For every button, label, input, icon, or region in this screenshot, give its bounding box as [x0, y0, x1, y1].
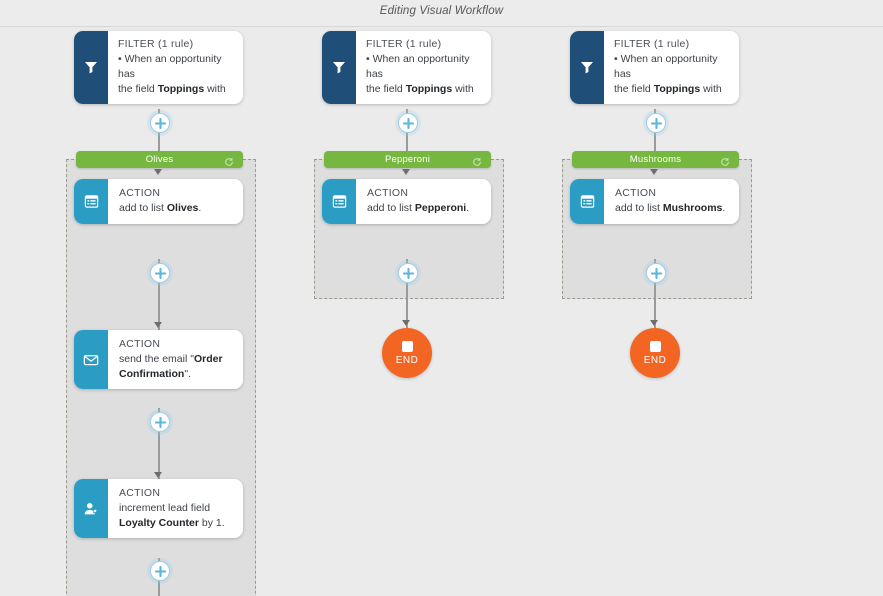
action-kicker: ACTION	[367, 187, 409, 199]
group-header-label: Olives	[145, 154, 174, 165]
add-step-button[interactable]	[398, 113, 418, 133]
filter-kicker: FILTER (1 rule)	[614, 38, 690, 50]
stop-square-icon	[649, 340, 661, 352]
filter-node-olives[interactable]: FILTER (1 rule) • When an opportunity ha…	[74, 31, 243, 104]
action-description: add to list Olives.	[119, 202, 202, 214]
arrow-head	[650, 320, 658, 326]
add-step-button[interactable]	[150, 412, 170, 432]
filter-node-body: FILTER (1 rule) • When an opportunity ha…	[108, 31, 243, 104]
action-description: add to list Pepperoni.	[367, 202, 470, 214]
sync-icon[interactable]	[720, 154, 730, 172]
filter-line-1: • When an opportunity has	[366, 53, 470, 80]
connector-line	[158, 109, 160, 160]
stop-square-icon	[401, 340, 413, 352]
action-description: send the email "Order Confirmation".	[119, 353, 223, 380]
list-icon	[74, 179, 108, 224]
arrow-head	[154, 472, 162, 478]
action-node-body: ACTION add to list Mushrooms.	[604, 179, 739, 224]
filter-kicker: FILTER (1 rule)	[366, 38, 442, 50]
filter-line-2: the field Toppings with	[366, 83, 474, 95]
arrow-head	[154, 169, 162, 175]
add-step-button[interactable]	[398, 263, 418, 283]
action-node-send-email[interactable]: ACTION send the email "Order Confirmatio…	[74, 330, 243, 389]
add-step-button[interactable]	[150, 561, 170, 581]
connector-line	[654, 259, 656, 347]
group-header-pepperoni[interactable]: Pepperoni	[324, 151, 491, 168]
connector-line	[158, 259, 160, 350]
person-star-icon	[74, 479, 108, 538]
action-description: add to list Mushrooms.	[615, 202, 726, 214]
arrow-head	[154, 322, 162, 328]
action-kicker: ACTION	[615, 187, 657, 199]
filter-line-1: • When an opportunity has	[614, 53, 718, 80]
filter-node-body: FILTER (1 rule) • When an opportunity ha…	[604, 31, 739, 104]
group-header-label: Mushrooms	[629, 154, 682, 165]
end-node-mushrooms[interactable]: END	[630, 328, 680, 378]
group-header-label: Pepperoni	[384, 154, 431, 165]
filter-node-mushrooms[interactable]: FILTER (1 rule) • When an opportunity ha…	[570, 31, 739, 104]
action-node-add-to-list-mushrooms[interactable]: ACTION add to list Mushrooms.	[570, 179, 739, 224]
action-node-body: ACTION add to list Pepperoni.	[356, 179, 491, 224]
action-kicker: ACTION	[119, 487, 161, 499]
action-node-add-to-list-olives[interactable]: ACTION add to list Olives.	[74, 179, 243, 224]
workflow-canvas[interactable]: FILTER (1 rule) • When an opportunity ha…	[0, 27, 883, 596]
arrow-head	[402, 320, 410, 326]
connector-line	[158, 408, 160, 499]
group-header-olives[interactable]: Olives	[76, 151, 243, 168]
add-step-button[interactable]	[646, 113, 666, 133]
funnel-icon	[570, 31, 604, 104]
action-description: increment lead field Loyalty Counter by …	[119, 502, 225, 529]
funnel-icon	[322, 31, 356, 104]
connector-line	[406, 259, 408, 347]
sync-icon[interactable]	[472, 154, 482, 172]
page-title: Editing Visual Workflow	[379, 5, 504, 17]
add-step-button[interactable]	[150, 113, 170, 133]
connector-line	[654, 109, 656, 160]
add-step-button[interactable]	[150, 263, 170, 283]
action-node-add-to-list-pepperoni[interactable]: ACTION add to list Pepperoni.	[322, 179, 491, 224]
topbar: Editing Visual Workflow	[0, 0, 883, 27]
end-node-label: END	[643, 354, 667, 366]
arrow-head	[402, 169, 410, 175]
group-header-mushrooms[interactable]: Mushrooms	[572, 151, 739, 168]
add-step-button[interactable]	[646, 263, 666, 283]
filter-line-2: the field Toppings with	[614, 83, 722, 95]
action-node-body: ACTION increment lead field Loyalty Coun…	[108, 479, 243, 538]
sync-icon[interactable]	[224, 154, 234, 172]
action-node-body: ACTION send the email "Order Confirmatio…	[108, 330, 243, 389]
envelope-icon	[74, 330, 108, 389]
end-node-pepperoni[interactable]: END	[382, 328, 432, 378]
funnel-icon	[74, 31, 108, 104]
end-node-label: END	[395, 354, 419, 366]
action-node-increment-loyalty-counter[interactable]: ACTION increment lead field Loyalty Coun…	[74, 479, 243, 538]
list-icon	[570, 179, 604, 224]
arrow-head	[650, 169, 658, 175]
filter-line-2: the field Toppings with	[118, 83, 226, 95]
filter-node-body: FILTER (1 rule) • When an opportunity ha…	[356, 31, 491, 104]
connector-line	[406, 109, 408, 160]
list-icon	[322, 179, 356, 224]
filter-node-pepperoni[interactable]: FILTER (1 rule) • When an opportunity ha…	[322, 31, 491, 104]
action-node-body: ACTION add to list Olives.	[108, 179, 243, 224]
filter-line-1: • When an opportunity has	[118, 53, 222, 80]
action-kicker: ACTION	[119, 338, 161, 350]
filter-kicker: FILTER (1 rule)	[118, 38, 194, 50]
action-kicker: ACTION	[119, 187, 161, 199]
